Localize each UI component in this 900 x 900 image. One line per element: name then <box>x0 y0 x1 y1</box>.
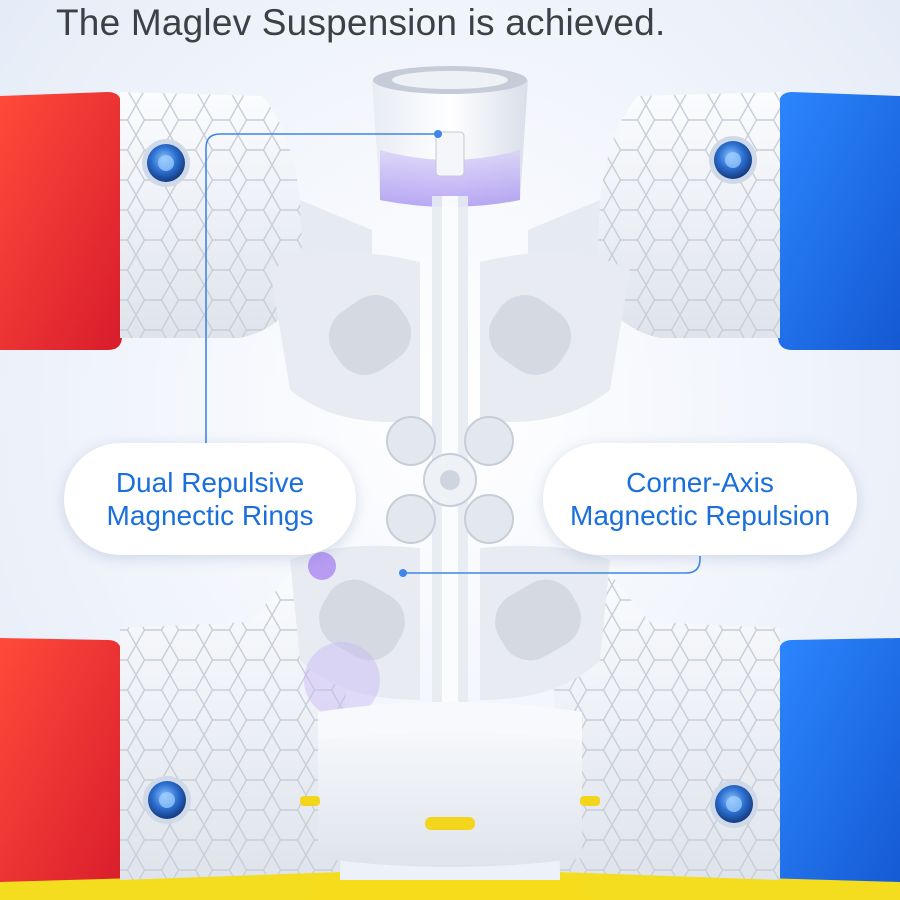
callout-dual-repulsive-rings: Dual Repulsive Magnectic Rings <box>64 443 356 555</box>
magnet-icon <box>142 136 758 828</box>
callout-leader-right <box>399 556 701 577</box>
inner-mechanism <box>270 252 630 718</box>
headline: The Maglev Suspension is achieved. <box>56 2 666 43</box>
callout-right-line2: Magnectic Repulsion <box>570 500 830 531</box>
callout-left-line2: Magnectic Rings <box>106 500 314 531</box>
callout-left-line1: Dual Repulsive <box>115 467 305 498</box>
callout-right-line1: Corner-Axis <box>626 467 774 498</box>
maglev-ring-top <box>372 66 528 207</box>
center-base <box>300 702 600 900</box>
callout-leader-left <box>205 130 442 446</box>
center-axle <box>386 196 514 716</box>
callout-corner-axis-repulsion: Corner-Axis Magnectic Repulsion <box>543 443 857 555</box>
